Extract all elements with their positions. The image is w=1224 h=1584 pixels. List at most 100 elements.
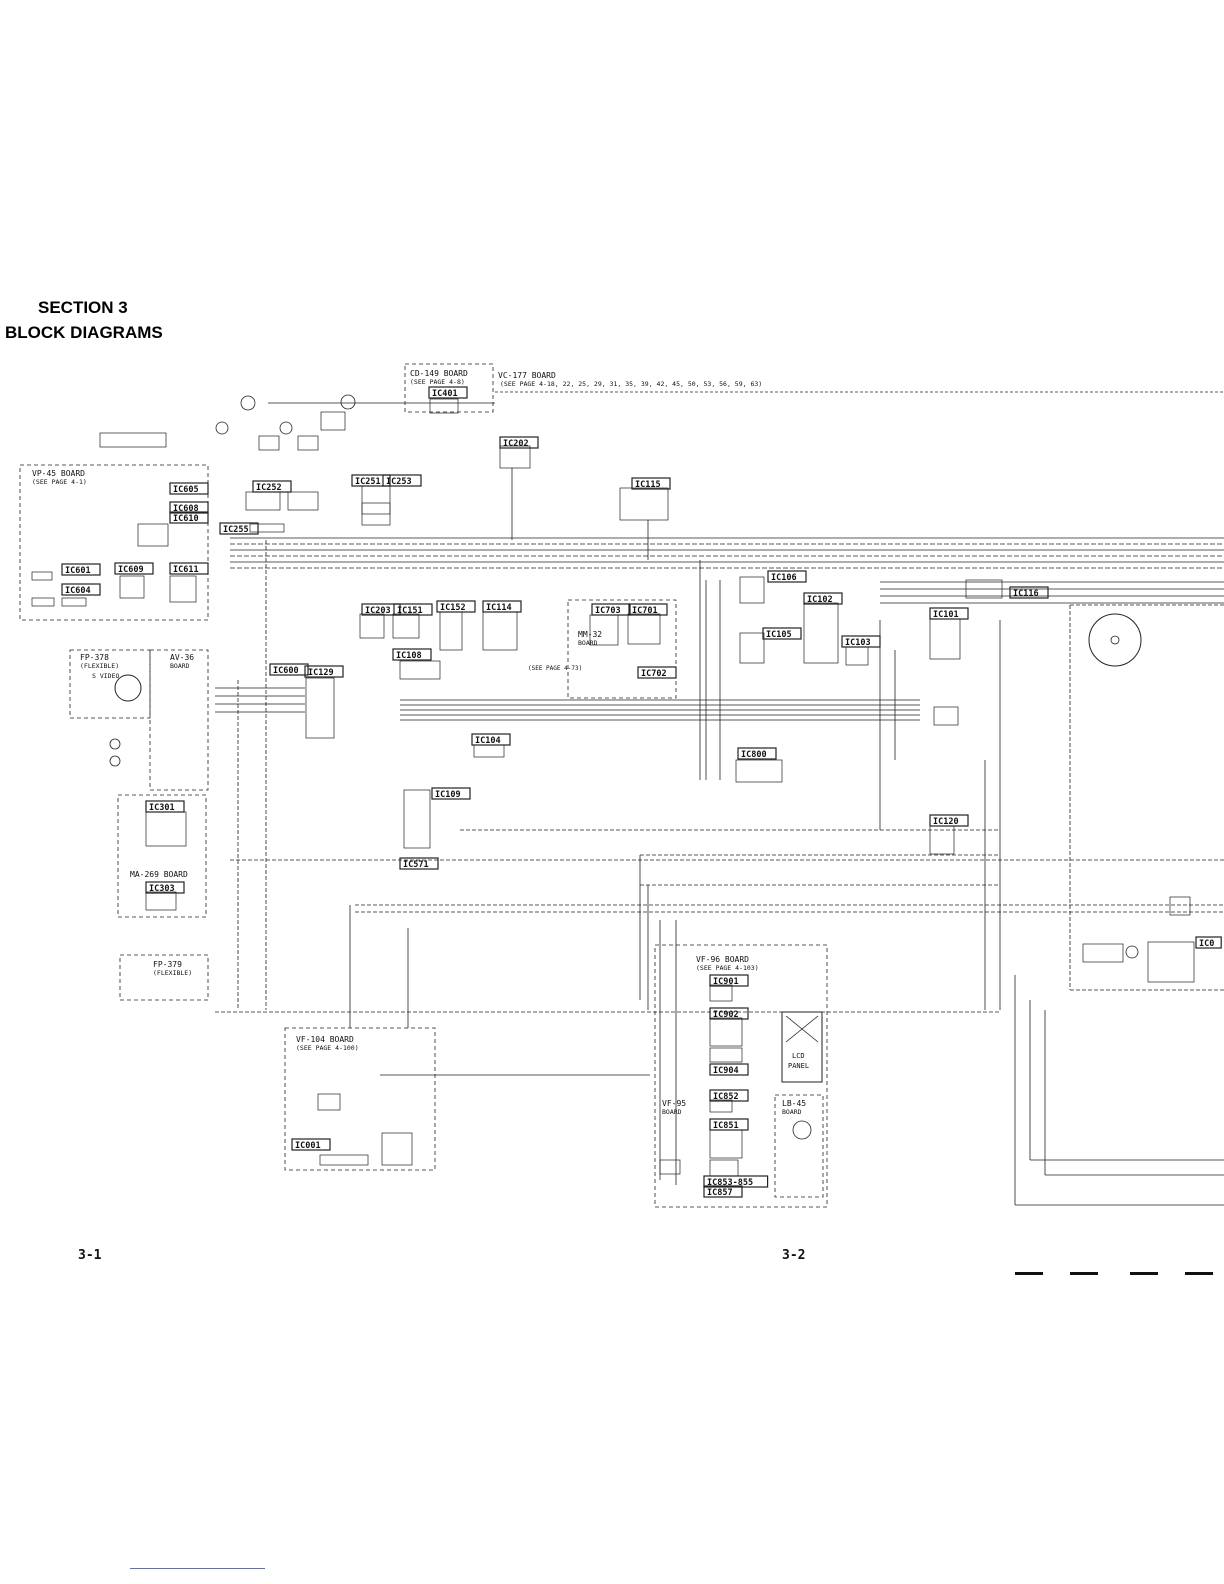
function-block [710,1048,742,1062]
function-block [440,612,462,650]
board-label: FP-378 [80,653,109,662]
ic-label: IC609 [118,565,144,575]
diagram-wiring [30,392,1224,1205]
connector [280,422,292,434]
function-block [710,1130,742,1158]
ic-label: IC202 [503,439,529,449]
ic-label: IC251 [355,477,381,487]
board-ref: BOARD [170,662,190,670]
function-block [32,598,54,606]
function-block [320,1155,368,1165]
ic-label: IC116 [1013,589,1039,599]
function-block [710,985,732,1001]
board-label: MA-269 BOARD [130,870,188,879]
ic-label: IC252 [256,483,282,493]
function-block [710,1160,738,1176]
ic-label: IC604 [65,586,91,596]
function-block [736,760,782,782]
board-outline [150,650,208,790]
ic-label: IC701 [632,606,658,616]
connector [241,396,255,410]
board-ref: (FLEXIBLE) [80,662,119,670]
function-block [930,619,960,659]
ic-label: IC851 [713,1121,739,1131]
board-ref: (SEE PAGE 4-8) [410,378,465,386]
lcd-panel [782,1012,822,1082]
board-label: CD-149 BOARD [410,369,468,378]
ic-label: IC857 [707,1188,733,1198]
ic-label: IC152 [440,603,466,613]
ic-label: IC853-855 [707,1178,753,1188]
ic-label: IC702 [641,669,667,679]
board-label: VF-104 BOARD [296,1035,354,1044]
ic-label: IC605 [173,485,199,495]
function-block [740,633,764,663]
connector [110,756,120,766]
function-block [246,492,280,510]
function-block [120,576,144,598]
edge-mark [1015,1272,1043,1275]
board-label: VF-96 BOARD [696,955,749,964]
board-label: MM-32 [578,630,602,639]
lcd-label: PANEL [788,1062,809,1070]
ic-label: IC120 [933,817,959,827]
diagram-labels: VP-45 BOARD(SEE PAGE 4-1)CD-149 BOARD(SE… [32,369,1214,1198]
drum-head [1089,614,1141,666]
function-block [318,1094,340,1110]
ic-label: IC904 [713,1066,739,1076]
page-number-left: 3-1 [78,1248,101,1263]
board-ref: (FLEXIBLE) [153,969,192,977]
ic-label: IC108 [396,651,422,661]
ic-label: IC703 [595,606,621,616]
function-block [400,661,440,679]
edge-mark [1130,1272,1158,1275]
connector [793,1121,811,1139]
function-block [804,603,838,663]
connector [1126,946,1138,958]
board-ref: (SEE PAGE 4-103) [696,964,759,972]
function-block [259,436,279,450]
block-diagram: VP-45 BOARD(SEE PAGE 4-1)CD-149 BOARD(SE… [0,350,1224,1230]
ic-label: IC608 [173,504,199,514]
ic-label: IC255 [223,525,249,535]
function-block [660,1160,680,1174]
board-ref: BOARD [782,1108,802,1116]
function-block [620,488,668,520]
board-ref: (SEE PAGE 4-1) [32,478,87,486]
ic-label: IC253 [386,477,412,487]
connector [341,395,355,409]
ic-label: IC800 [741,750,767,760]
function-block [382,1133,412,1165]
board-ref: BOARD [578,639,598,647]
board-label: VC-177 BOARD [498,371,556,380]
ic-label: IC106 [771,573,797,583]
page-number-right: 3-2 [782,1248,805,1263]
function-block [500,446,530,468]
ic-label: IC303 [149,884,175,894]
ic-label: IC600 [273,666,299,676]
function-block [62,598,86,606]
function-block [138,524,168,546]
function-block [846,647,868,665]
ic-label: IC109 [435,790,461,800]
board-ref: (SEE PAGE 4-18, 22, 25, 29, 31, 35, 39, … [500,380,762,388]
connector [216,422,228,434]
edge-mark [1185,1272,1213,1275]
ic-label: IC301 [149,803,175,813]
page-title: BLOCK DIAGRAMS [5,323,163,343]
ic-label: IC129 [308,668,334,678]
board-outline [118,795,206,917]
function-block [430,399,458,413]
board-label: LB-45 [782,1099,806,1108]
s-video-label: S VIDEO [92,672,119,680]
ic-label: IC203 [365,606,391,616]
board-ref: BOARD [662,1108,682,1116]
ic-label: IC001 [295,1141,321,1151]
function-block [360,614,384,638]
function-block [404,790,430,848]
function-block [146,892,176,910]
board-label: VF-95 [662,1099,686,1108]
ic-label: IC601 [65,566,91,576]
ic-label: IC101 [933,610,959,620]
ic-label: IC103 [845,638,871,648]
